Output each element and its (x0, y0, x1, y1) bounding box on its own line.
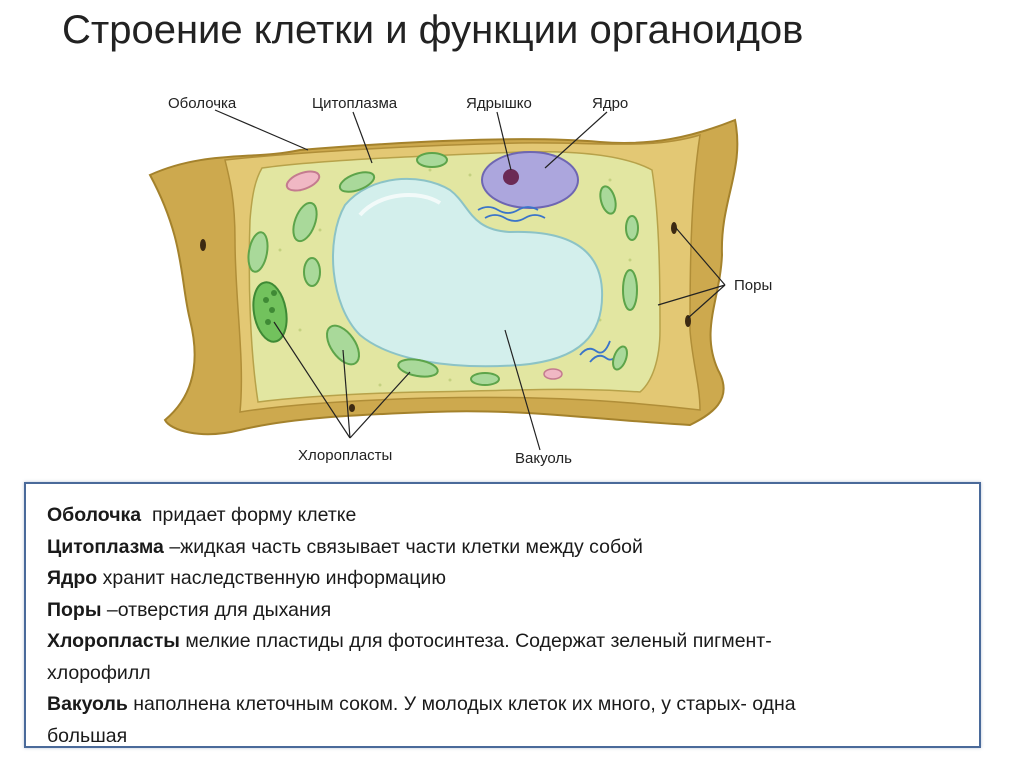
label-chloroplasts: Хлоропласты (298, 447, 392, 464)
label-pores: Поры (734, 277, 772, 294)
chloroplasts (247, 152, 639, 386)
term-nucleus: Ядро (47, 567, 98, 589)
text-pores: –отверстия для дыхания (101, 598, 332, 621)
term-membrane: Оболочка (47, 504, 142, 526)
info-line-vacuole-cont: большая (47, 721, 979, 753)
text-chloroplasts: мелкие пластиды для фотосинтеза. Содержа… (179, 630, 772, 652)
small-plastid (543, 368, 563, 380)
label-cytoplasm: Цитоплазма (312, 95, 398, 112)
leucoplast (285, 170, 321, 192)
info-line-chloroplasts: Хлоропласты мелкие пластиды для фотосинт… (47, 626, 979, 658)
info-line-pores: Поры –отверстия для дыхания (47, 595, 979, 627)
term-chloroplasts: Хлоропласты (47, 630, 180, 652)
info-line-vacuole: Вакуоль наполнена клеточным соком. У мол… (47, 689, 979, 721)
label-membrane: Оболочка (168, 95, 237, 112)
info-box: Оболочка придает форму клетке Цитоплазма… (24, 482, 981, 748)
text-cytoplasm: –жидкая часть связывает части клетки меж… (163, 535, 643, 558)
text-vacuole: наполнена клеточным соком. У молодых кле… (127, 693, 796, 715)
info-line-cytoplasm: Цитоплазма –жидкая часть связывает части… (47, 532, 979, 564)
vacuole-highlight (358, 192, 442, 217)
leader-lines (214, 109, 726, 451)
text-chloroplasts-cont: хлорофилл (47, 661, 151, 684)
text-nucleus: хранит наследственную информацию (97, 567, 446, 589)
term-cytoplasm: Цитоплазма (47, 535, 164, 558)
plant-cell-diagram: Оболочка Цитоплазма Ядрышко Ядро Поры Хл… (148, 95, 772, 467)
term-vacuole: Вакуоль (47, 693, 128, 715)
chloroplast-large (252, 281, 288, 343)
pores (200, 222, 691, 412)
vacuole (332, 177, 604, 368)
nucleus (481, 151, 579, 209)
text-vacuole-cont: большая (47, 724, 128, 747)
label-vacuole: Вакуоль (515, 450, 572, 467)
slide-title: Строение клетки и функции органоидов (62, 8, 804, 52)
text-membrane: придает форму клетке (141, 504, 357, 526)
label-nucleolus: Ядрышко (466, 95, 532, 112)
info-line-nucleus: Ядро хранит наследственную информацию (47, 563, 979, 595)
term-pores: Поры (47, 598, 102, 621)
nucleolus (503, 169, 519, 185)
label-nucleus: Ядро (592, 95, 628, 112)
info-line-membrane: Оболочка придает форму клетке (47, 500, 979, 532)
info-line-chloroplasts-cont: хлорофилл (47, 658, 979, 690)
